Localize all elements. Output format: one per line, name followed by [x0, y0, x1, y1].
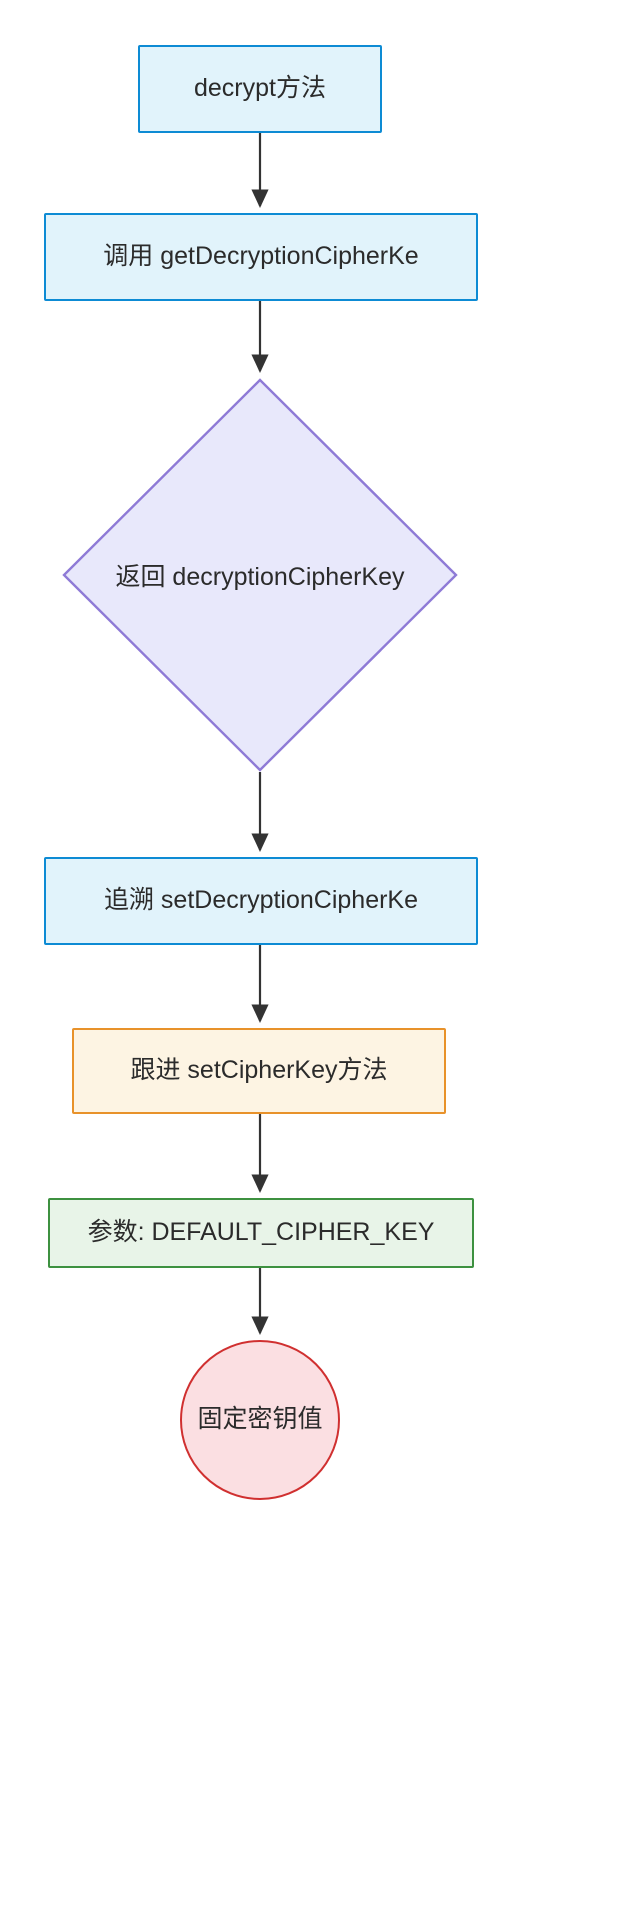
- node-label-fixed-key-value: 固定密钥值: [197, 1405, 323, 1434]
- node-label-call-get-decryption-cipher-key: 调用 getDecryptionCipherKe: [103, 242, 419, 271]
- node-trace-set-decryption-cipher-key[interactable]: 追溯 setDecryptionCipherKe: [44, 857, 478, 945]
- node-label-decrypt-method: decrypt方法: [194, 74, 326, 103]
- node-fixed-key-value[interactable]: 固定密钥值: [180, 1340, 340, 1500]
- node-call-get-decryption-cipher-key[interactable]: 调用 getDecryptionCipherKe: [44, 213, 478, 301]
- node-label-param-default-cipher-key: 参数: DEFAULT_CIPHER_KEY: [87, 1218, 435, 1247]
- node-param-default-cipher-key[interactable]: 参数: DEFAULT_CIPHER_KEY: [48, 1198, 474, 1268]
- node-return-decryption-cipher-key[interactable]: 返回 decryptionCipherKey: [62, 378, 458, 772]
- diamond-shape: [62, 378, 458, 772]
- node-follow-set-cipher-key-method[interactable]: 跟进 setCipherKey方法: [72, 1028, 446, 1114]
- node-label-follow-set-cipher-key-method: 跟进 setCipherKey方法: [130, 1056, 388, 1085]
- node-label-return-decryption-cipher-key: 返回 decryptionCipherKey: [115, 563, 405, 591]
- node-label-trace-set-decryption-cipher-key: 追溯 setDecryptionCipherKe: [103, 886, 418, 915]
- node-decrypt-method[interactable]: decrypt方法: [138, 45, 382, 133]
